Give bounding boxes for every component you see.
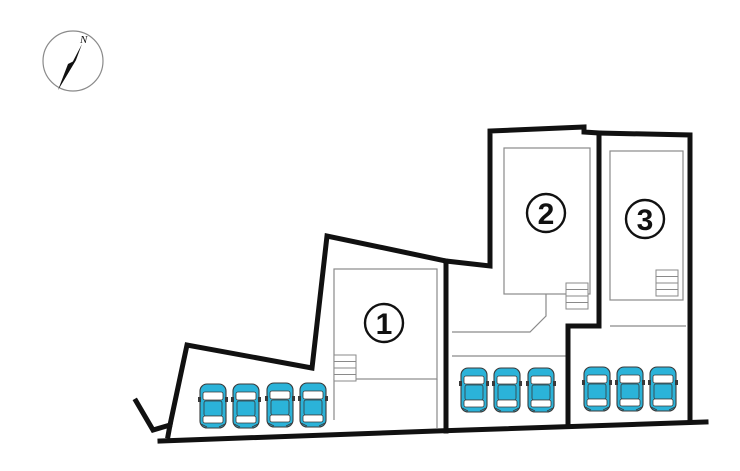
stairs-lot-2 bbox=[565, 282, 589, 310]
parking-lot-3 bbox=[581, 366, 679, 412]
building-lot-2 bbox=[503, 147, 591, 295]
car-icon bbox=[264, 382, 296, 428]
road-boundary bbox=[157, 419, 709, 444]
building-lot-3 bbox=[609, 150, 684, 301]
stairs-lot-1 bbox=[333, 354, 357, 382]
car-icon bbox=[458, 367, 490, 413]
compass-label: N bbox=[79, 34, 88, 46]
interior-lines bbox=[333, 147, 686, 428]
building-lot-1 bbox=[333, 268, 438, 380]
car-icon bbox=[614, 366, 646, 412]
lot-2-boundary bbox=[443, 124, 602, 428]
lot-number-1: 1 bbox=[363, 302, 405, 344]
lot-number-2: 2 bbox=[525, 192, 567, 234]
parking-lot-1 bbox=[197, 382, 329, 429]
car-icon bbox=[525, 367, 557, 413]
lot-3-boundary bbox=[596, 130, 693, 425]
compass: N bbox=[42, 30, 104, 92]
lot-boundaries bbox=[132, 124, 709, 444]
car-icon bbox=[581, 366, 613, 412]
compass-ring bbox=[42, 30, 104, 92]
lot-1-boundary bbox=[167, 232, 449, 434]
car-icon bbox=[230, 383, 262, 429]
parking-lot-2 bbox=[458, 367, 557, 413]
car-icon bbox=[297, 382, 329, 428]
car-icon bbox=[491, 367, 523, 413]
lot-1-label: 1 bbox=[376, 308, 393, 341]
car-icon bbox=[647, 366, 679, 412]
lot-3-label: 3 bbox=[637, 204, 654, 237]
stairs-lot-3 bbox=[655, 269, 679, 297]
lot-2-label: 2 bbox=[538, 198, 555, 231]
car-icon bbox=[197, 383, 229, 429]
lot-number-3: 3 bbox=[624, 198, 666, 240]
